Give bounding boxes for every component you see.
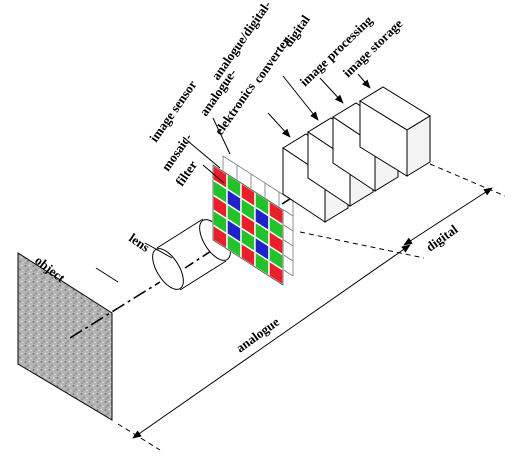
digital-range-label: digital: [423, 221, 461, 254]
mosaic-filter: [212, 155, 294, 287]
digital-dimension-arrow: [403, 187, 493, 246]
image-sensor-label: image sensor: [146, 77, 200, 145]
lens-label: lens: [126, 230, 152, 255]
dimension-lines: [117, 163, 506, 451]
analogue-range-label: analogue: [233, 314, 282, 356]
image-storage-box: [359, 86, 431, 177]
analogue-dimension-arrow: [132, 244, 411, 439]
image-processing-label-1: digital: [280, 12, 313, 50]
sensor-grid-line: [222, 155, 294, 202]
object-plate: [17, 252, 113, 421]
